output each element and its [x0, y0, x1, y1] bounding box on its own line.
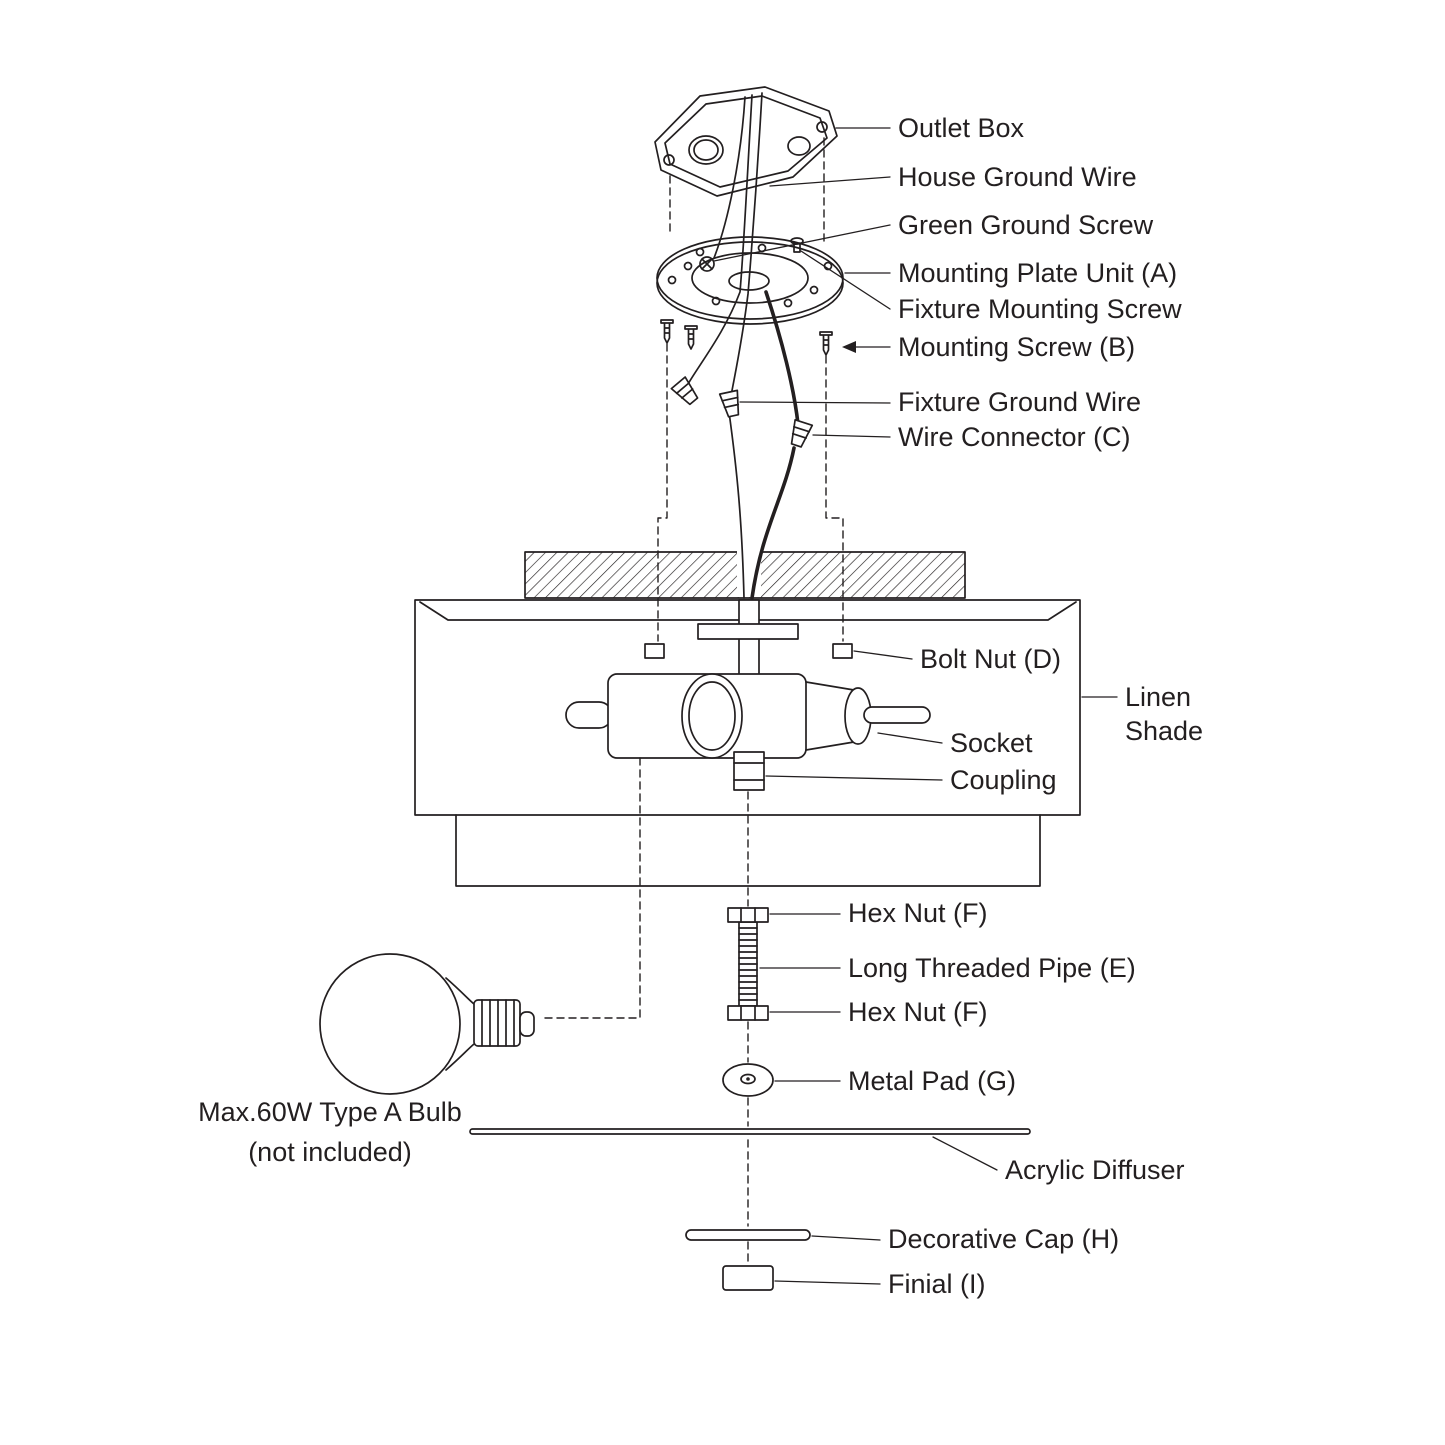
hex-nut-bottom-drawing	[727, 1005, 769, 1021]
label-wire-connector: Wire Connector (C)	[898, 422, 1131, 452]
hex-nut-top-drawing	[727, 907, 769, 923]
label-linen-shade-1: Linen	[1125, 682, 1191, 712]
label-finial: Finial (I)	[888, 1269, 986, 1299]
arrowhead	[842, 341, 856, 353]
box-ear-left	[663, 154, 675, 166]
fixture-wire-black-2	[750, 446, 796, 600]
metal-pad-drawing	[722, 1063, 774, 1097]
shade-top-band-drawing	[524, 550, 966, 599]
label-green-ground-screw: Green Ground Screw	[898, 210, 1154, 240]
label-house-ground-wire: House Ground Wire	[898, 162, 1137, 192]
label-bolt-nut: Bolt Nut (D)	[920, 644, 1061, 674]
label-socket: Socket	[950, 728, 1033, 758]
label-metal-pad: Metal Pad (G)	[848, 1066, 1016, 1096]
mounting-screw-mid	[684, 325, 698, 350]
socket-assembly-drawing	[565, 599, 931, 791]
bulb-alignment-line	[539, 757, 641, 1019]
leader-lines	[713, 127, 1118, 1285]
mounting-screw-left	[660, 319, 674, 344]
labels: Outlet Box House Ground Wire Green Groun…	[198, 113, 1203, 1299]
bulb-threaded-base	[473, 999, 521, 1047]
house-wire-2	[730, 92, 763, 397]
label-bulb-note-1: Max.60W Type A Bulb	[198, 1097, 462, 1127]
wire-connector-mid	[718, 389, 740, 418]
socket-left-arm	[565, 701, 613, 729]
mounting-screw-right	[819, 331, 833, 356]
wires-drawing	[687, 92, 800, 600]
bulb-drawing	[319, 953, 535, 1095]
wire-connectors-drawing	[670, 376, 814, 448]
label-bulb-note-2: (not included)	[248, 1137, 412, 1167]
wire-connector-right	[790, 418, 814, 448]
outlet-box-drawing	[654, 86, 838, 197]
threaded-pipe-drawing	[738, 914, 758, 1016]
socket-right-arm	[863, 706, 931, 724]
label-mounting-plate-unit: Mounting Plate Unit (A)	[898, 258, 1177, 288]
label-mounting-screw: Mounting Screw (B)	[898, 332, 1135, 362]
bulb-tip	[519, 1011, 535, 1037]
green-ground-screw-drawing	[699, 256, 715, 272]
wire-connector-left	[670, 376, 699, 406]
label-long-threaded-pipe: Long Threaded Pipe (E)	[848, 953, 1136, 983]
knockout-hole-small	[787, 136, 811, 156]
label-acrylic-diffuser: Acrylic Diffuser	[1005, 1155, 1185, 1185]
decorative-cap-drawing	[685, 1229, 811, 1241]
mounting-plate-drawing	[656, 236, 844, 325]
label-coupling: Coupling	[950, 765, 1057, 795]
house-wire	[687, 94, 753, 385]
fixture-ground-wire-drawing	[728, 411, 745, 599]
mounting-screws-drawing	[660, 319, 833, 356]
bolt-nut-right	[832, 643, 853, 659]
label-hex-nut-top: Hex Nut (F)	[848, 898, 988, 928]
label-fixture-ground-wire: Fixture Ground Wire	[898, 387, 1141, 417]
label-outlet-box: Outlet Box	[898, 113, 1025, 143]
label-decorative-cap: Decorative Cap (H)	[888, 1224, 1119, 1254]
socket-opening	[681, 673, 743, 759]
fixture-wire-black	[764, 290, 800, 426]
bolt-nut-left	[644, 643, 665, 659]
house-ground-wire-drawing	[713, 96, 746, 259]
finial-drawing	[722, 1265, 774, 1291]
box-ear-right	[816, 121, 828, 133]
assembly-dashed-lines	[539, 137, 844, 1265]
coupling-drawing	[733, 751, 765, 791]
label-linen-shade-2: Shade	[1125, 716, 1203, 746]
crossbar	[697, 623, 799, 640]
label-hex-nut-bottom: Hex Nut (F)	[848, 997, 988, 1027]
knockout-hole	[688, 135, 724, 165]
label-fixture-mounting-screw: Fixture Mounting Screw	[898, 294, 1182, 324]
acrylic-diffuser-drawing	[469, 1128, 1031, 1135]
